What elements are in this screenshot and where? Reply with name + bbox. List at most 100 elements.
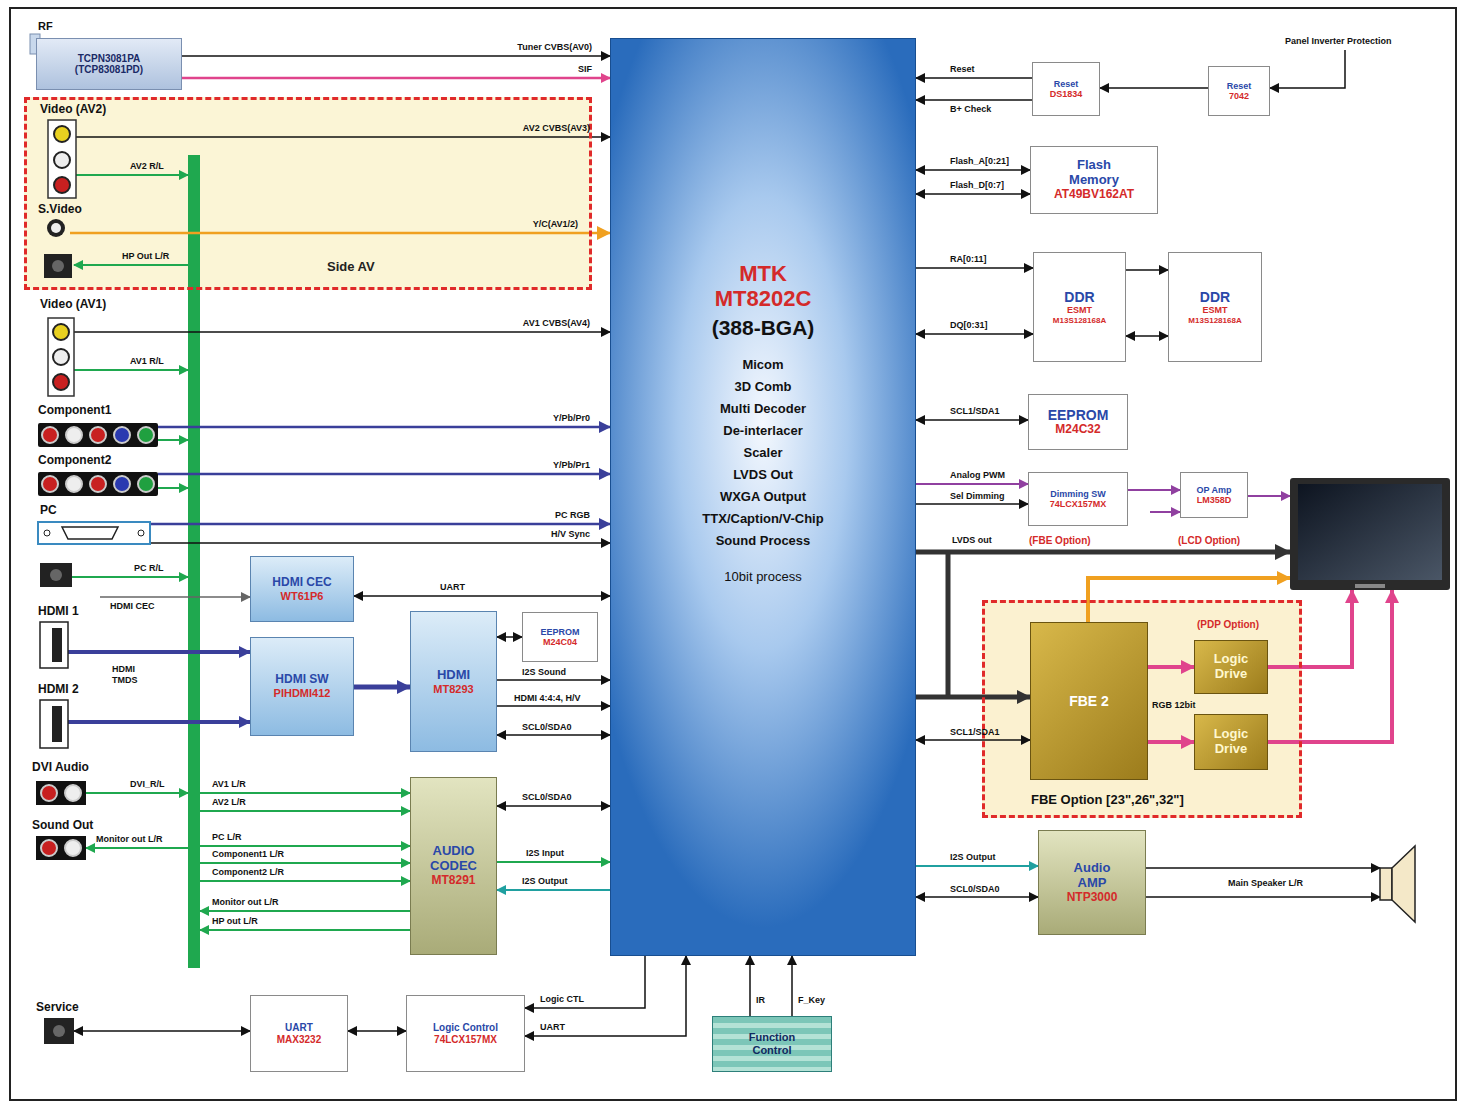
- node-text: HDMI: [437, 668, 470, 683]
- signal-connector: [916, 77, 1032, 79]
- logic-drive-box: Logic Drive: [1194, 714, 1268, 770]
- front-panel-box: Function Control: [712, 1016, 832, 1072]
- signal-connector: [497, 861, 610, 863]
- signal-label: Video (AV1): [40, 297, 106, 311]
- av-jack: [51, 223, 61, 233]
- node-text: MT8291: [431, 874, 475, 888]
- signal-connector: [525, 956, 686, 1036]
- signal-connector: [916, 267, 1033, 269]
- signal-wire: [200, 845, 410, 847]
- text-stack: ResetDS1834: [1050, 79, 1083, 100]
- signal-connector: [916, 739, 1030, 741]
- audio-jack: [41, 840, 57, 856]
- signal-wire: [158, 426, 610, 429]
- signal-wire: [158, 439, 188, 441]
- signal-wire: [200, 810, 410, 812]
- signal-wire: [86, 792, 188, 794]
- node-text: 3D Comb: [734, 376, 791, 398]
- flash-memory-box: Flash MemoryAT49BV162AT: [1030, 146, 1158, 214]
- text-stack: Logic Control74LCX157MX: [433, 1022, 498, 1045]
- audio-jack: [41, 785, 57, 801]
- signal-wire: [1248, 495, 1290, 497]
- signal-connector: [916, 419, 1028, 421]
- audio-jack: [36, 781, 86, 805]
- signal-connector: [497, 705, 610, 707]
- signal-label: Video (AV2): [40, 102, 106, 116]
- tv-panel: [1298, 484, 1442, 580]
- node-text: AUDIO CODEC: [419, 844, 489, 874]
- signal-wire: [946, 552, 951, 697]
- signal-wire: [74, 369, 188, 371]
- node-text: 74LCX157MX: [434, 1034, 497, 1046]
- node-text: Reset: [1227, 81, 1252, 91]
- component-jack: [38, 423, 158, 496]
- text-stack: HDMIMT8293: [433, 668, 473, 696]
- node-text: MTK: [739, 261, 787, 286]
- signal-connector: [1100, 87, 1208, 89]
- node-text: Scaler: [743, 442, 782, 464]
- signal-wire: [200, 792, 410, 794]
- text-stack: AUDIO CODECMT8291: [419, 844, 489, 888]
- node-text: EEPROM: [540, 627, 579, 637]
- signal-wire: [68, 720, 250, 724]
- op-amp-box: (LCD Option)OP AmpLM358D: [1180, 472, 1248, 518]
- audio-amp-box: Audio AMPNTP3000: [1038, 830, 1146, 935]
- signal-wire: [72, 576, 188, 578]
- logic-control-box: Logic Control74LCX157MX: [406, 995, 525, 1072]
- node-text: WXGA Output: [720, 486, 806, 508]
- text-stack: FBE 2: [1069, 693, 1109, 709]
- signal-label: DQ[0:31]: [950, 320, 988, 331]
- av-jack: [54, 152, 70, 168]
- signal-label: PC R/L: [134, 563, 164, 574]
- node-text: LVDS Out: [733, 464, 793, 486]
- region-fill: [982, 600, 1302, 818]
- signal-label: PC L/R: [212, 832, 242, 843]
- vga-connector: [138, 530, 144, 536]
- node-text: Audio AMP: [1062, 861, 1122, 891]
- vga-connector: [38, 522, 150, 544]
- signal-label: Y/Pb/Pr1: [553, 460, 590, 471]
- node-text: 10bit process: [724, 570, 801, 585]
- tuner-box: TCPN3081PA (TCP83081PD): [36, 38, 182, 90]
- soc-chip: MTKMT8202C(388-BGA)Micom3D CombMulti Dec…: [610, 38, 916, 956]
- av-jack: [53, 349, 69, 365]
- signal-connector: [916, 333, 1033, 335]
- signal-wire: [76, 174, 188, 176]
- node-text: PIHDMI412: [274, 687, 331, 700]
- signal-label: SIF: [578, 64, 592, 75]
- text-stack: HDMI CECWT61P6: [272, 576, 331, 602]
- signal-label: S.Video: [38, 202, 82, 216]
- dimming-switch-box: (FBE Option)Dimming SW74LCX157MX: [1028, 472, 1128, 526]
- hdmi-switch-box: HDMI SWPIHDMI412: [250, 637, 354, 736]
- node-text: (388-BGA): [712, 316, 815, 340]
- speaker-symbol: [1380, 846, 1415, 922]
- node-text: Micom: [742, 354, 783, 376]
- component-jack: [42, 476, 58, 492]
- signal-connector: [791, 956, 793, 1016]
- node-text: TCPN3081PA (TCP83081PD): [64, 53, 154, 76]
- signal-label: PC RGB: [555, 510, 590, 521]
- signal-label: HP Out L/R: [122, 251, 169, 262]
- node-text: M24C04: [543, 637, 577, 647]
- signal-wire: [1268, 590, 1392, 742]
- node-text: Flash Memory: [1059, 158, 1129, 188]
- eeprom-box: EEPROMM24C32: [1028, 394, 1128, 450]
- tv-panel: [1355, 584, 1385, 588]
- signal-label: Y/C(AV1/2): [533, 219, 578, 230]
- signal-wire: [150, 542, 610, 544]
- signal-connector: [354, 595, 610, 597]
- signal-label: Panel Inverter Protection: [1285, 36, 1392, 47]
- vga-connector: [38, 522, 150, 587]
- signal-label: PC: [40, 503, 57, 517]
- av-jack: [54, 126, 70, 142]
- node-text: ESMT: [1202, 305, 1227, 315]
- text-stack: Reset7042: [1227, 81, 1252, 102]
- signal-label: Sel Dimming: [950, 491, 1005, 502]
- text-stack: Dimming SW74LCX157MX: [1050, 489, 1107, 510]
- node-text: ESMT: [1067, 305, 1092, 315]
- signal-label: Tuner CVBS(AV0): [517, 42, 592, 53]
- signal-connector: [1126, 335, 1168, 337]
- audio-bus: [188, 155, 200, 968]
- node-text: WT61P6: [281, 590, 324, 603]
- signal-label: SCL0/SDA0: [522, 792, 572, 803]
